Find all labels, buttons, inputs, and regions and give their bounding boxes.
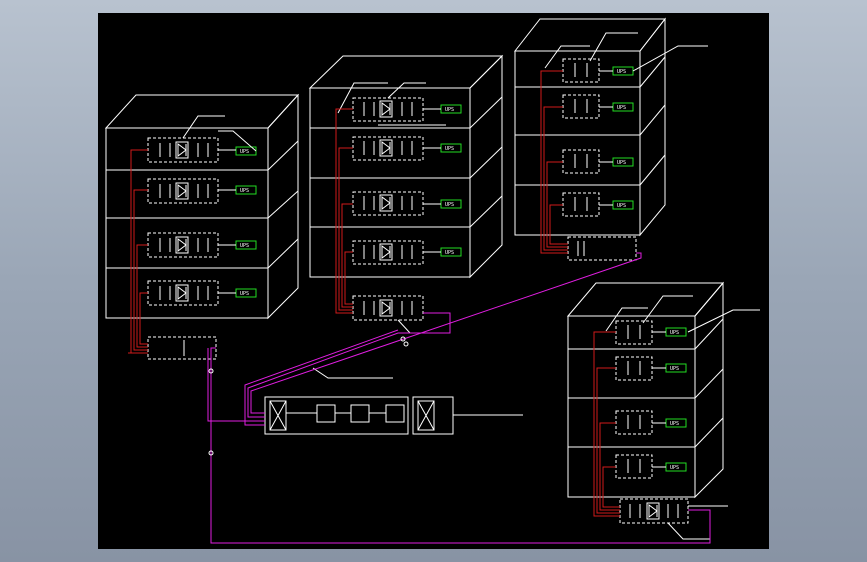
device-label: UPS — [445, 107, 454, 113]
device-label: UPS — [617, 105, 626, 111]
device-label: UPS — [445, 202, 454, 208]
device-label: UPS — [670, 465, 679, 471]
device-label: UPS — [445, 146, 454, 152]
cabinet-2: UPS UPS UPS UPS — [308, 54, 504, 334]
cabinet-1: UPS UPS UPS UPS — [104, 93, 300, 360]
network-cabling — [207, 252, 711, 544]
network-switch-rack — [264, 367, 523, 435]
device-label: UPS — [240, 291, 249, 297]
wiring-diagram: UPS UPS UPS UPS — [104, 17, 760, 544]
device-label: UPS — [617, 69, 626, 75]
device-label: UPS — [670, 366, 679, 372]
device-label: UPS — [445, 250, 454, 256]
device-label: UPS — [240, 149, 249, 155]
device-label: UPS — [670, 330, 679, 336]
device-label: UPS — [240, 188, 249, 194]
device-label: UPS — [617, 160, 626, 166]
device-label: UPS — [617, 203, 626, 209]
cabinet-3: UPS UPS UPS UPS — [513, 17, 708, 261]
cad-viewport[interactable]: UPS UPS UPS UPS — [98, 13, 769, 549]
device-label: UPS — [240, 243, 249, 249]
cabinet-4: UPS UPS UPS UPS — [566, 281, 760, 540]
device-label: UPS — [670, 421, 679, 427]
cable-markers — [208, 336, 409, 456]
